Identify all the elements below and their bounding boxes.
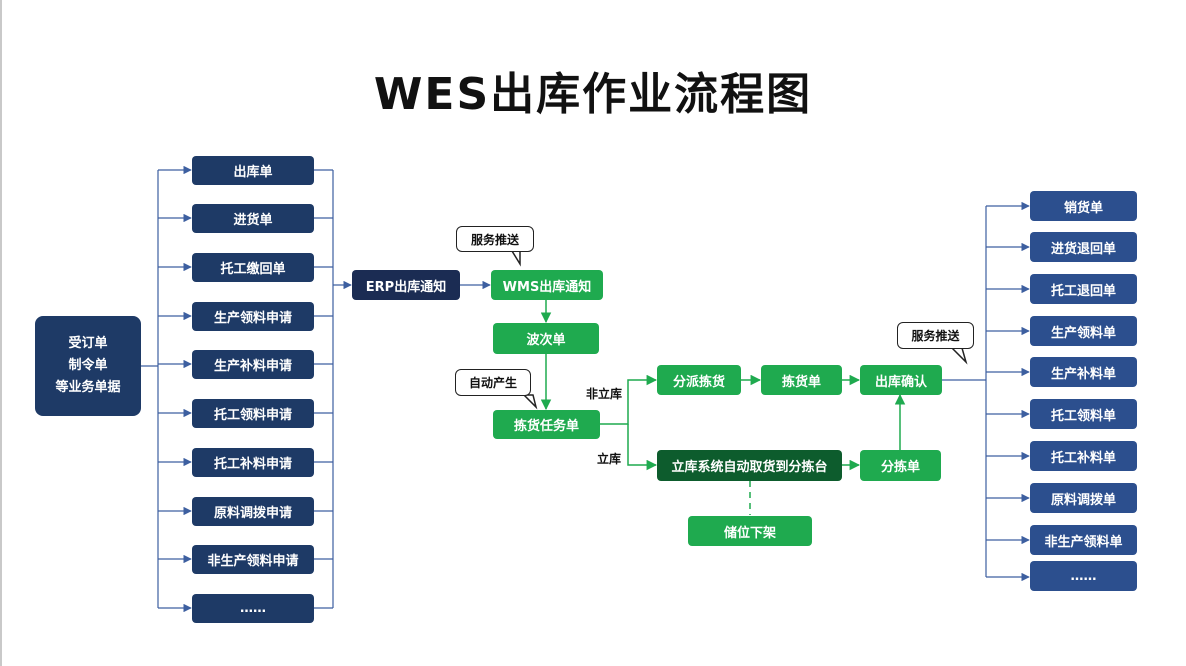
dispatch-pick-box: 分派拣货	[657, 365, 741, 395]
frame-edge	[0, 0, 2, 666]
sorting-box: 分拣单	[860, 450, 941, 481]
auto-fetch-box: 立库系统自动取货到分拣台	[657, 450, 842, 481]
right-doc-box: 托工退回单	[1030, 274, 1137, 304]
pick-task-box: 拣货任务单	[493, 410, 600, 439]
page-title: WES出库作业流程图	[373, 69, 813, 120]
right-doc-box: 托工领料单	[1030, 399, 1137, 429]
right-doc-box: 生产领料单	[1030, 316, 1137, 346]
right-doc-box: 原料调拨单	[1030, 483, 1137, 513]
right-doc-box: 进货退回单	[1030, 232, 1137, 262]
callout-tail-2	[522, 394, 538, 410]
wave-box: 波次单	[493, 323, 599, 354]
left-doc-box: 托工补料申请	[192, 448, 314, 477]
right-doc-box: ……	[1030, 561, 1137, 591]
wms-notice-box: WMS出库通知	[491, 270, 603, 300]
left-doc-box: ……	[192, 594, 314, 623]
outbound-confirm-box: 出库确认	[860, 365, 942, 395]
source-line: 受订单	[68, 336, 108, 351]
left-doc-box: 出库单	[192, 156, 314, 185]
left-doc-box: 原料调拨申请	[192, 497, 314, 526]
shelf-down-box: 储位下架	[688, 516, 812, 546]
left-doc-box: 生产补料申请	[192, 350, 314, 379]
right-doc-box: 销货单	[1030, 191, 1137, 221]
callout-tail-3	[950, 347, 968, 365]
right-doc-box: 生产补料单	[1030, 357, 1137, 387]
auto-generate-callout: 自动产生	[455, 369, 531, 396]
right-doc-box: 托工补料单	[1030, 441, 1137, 471]
pick-list-box: 拣货单	[761, 365, 842, 395]
non-warehouse-label: 非立库	[586, 387, 623, 401]
right-doc-box: 非生产领料单	[1030, 525, 1137, 555]
left-doc-box: 非生产领料申请	[192, 545, 314, 574]
left-doc-box: 托工领料申请	[192, 399, 314, 428]
source-documents-box: 受订单 制令单 等业务单据	[35, 316, 141, 416]
source-line: 制令单	[68, 358, 108, 373]
service-push-callout: 服务推送	[897, 322, 974, 349]
left-doc-box: 生产领料申请	[192, 302, 314, 331]
callout-tail-1	[510, 250, 521, 267]
source-line: 等业务单据	[55, 380, 121, 395]
service-push-callout: 服务推送	[456, 226, 534, 252]
warehouse-label: 立库	[597, 452, 622, 466]
left-doc-box: 托工缴回单	[192, 253, 314, 282]
left-doc-box: 进货单	[192, 204, 314, 233]
erp-notice-box: ERP出库通知	[352, 270, 460, 300]
